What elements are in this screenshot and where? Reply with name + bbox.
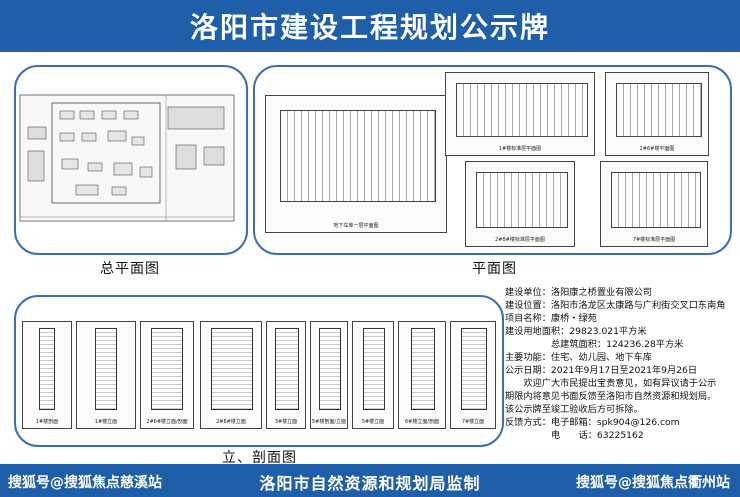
floor-plan-drawing	[280, 110, 436, 202]
floor-plans-panel: 地下车库一层平面图 1#楼标准层平面图 2#6#楼平面图 2#8#楼标准层平面图…	[253, 65, 732, 255]
building-drawing	[211, 328, 253, 410]
building-drawing	[39, 328, 55, 410]
sheet-label: 6#楼立面/剖面	[404, 419, 440, 425]
floor-plan-drawing	[456, 83, 588, 137]
sheet-label: 2#8#楼立面	[216, 419, 246, 425]
building-drawing	[275, 328, 299, 410]
sheet-label: 1#楼立面	[94, 419, 118, 425]
elevation-sheet-6: 5#楼剖面/立面	[310, 321, 348, 429]
sheet-label: 5#楼立面	[361, 419, 385, 425]
authority-text: 洛阳市自然资源和规划局监制	[259, 474, 481, 493]
sheet-label: 3#楼立面	[274, 419, 298, 425]
elevations-caption: 立、剖面图	[222, 450, 297, 466]
watermark-left: 搜狐号@搜狐焦点慈溪站	[8, 475, 162, 491]
elevation-sheet-4: 2#8#楼立面	[200, 321, 262, 429]
elevations-panel: 1#楼剖面 1#楼立面 2#6#楼立面/剖面 2#8#楼立面 3#楼立面 5#楼…	[14, 295, 504, 447]
location-text: 建设位置：洛阳市洛龙区太康路与广利街交叉口东南角	[505, 300, 726, 311]
site-plan-caption: 总平面图	[100, 261, 160, 277]
floor-plan-drawing	[616, 83, 702, 137]
sheet-label: 2#6#楼立面/剖面	[146, 419, 188, 425]
board-title: 洛阳市建设工程规划公示牌	[189, 11, 550, 44]
building-drawing	[411, 328, 435, 410]
elevation-sheet-5: 3#楼立面	[266, 321, 306, 429]
email-text: 反馈方式：电子邮箱：spk904@126.com	[505, 417, 680, 428]
floor-plan-sheet-5: 7#楼标准层平面图	[600, 161, 708, 247]
sheet-label: 2#6#楼平面图	[639, 146, 675, 152]
site-plan-panel	[14, 65, 248, 255]
phone-text: 电 话：63225162	[551, 430, 644, 441]
board-header: 洛阳市建设工程规划公示牌	[0, 0, 740, 52]
building-drawing	[95, 328, 117, 410]
floor-plan-sheet-4: 2#8#楼标准层平面图	[465, 161, 575, 247]
elevation-sheet-2: 1#楼立面	[76, 321, 136, 429]
building-drawing	[319, 328, 341, 410]
sheet-label: 7#楼标准层平面图	[632, 237, 676, 243]
period-text: 公示日期：2021年9月17日至2021年9月26日	[505, 365, 698, 376]
floor-plan-sheet-3: 2#6#楼平面图	[605, 72, 709, 156]
function-text: 主要功能：住宅、幼儿园、地下车库	[505, 352, 652, 363]
elevation-sheet-8: 6#楼立面/剖面	[398, 321, 446, 429]
land-area-text: 建设用地面积：29823.021平方米	[505, 326, 647, 337]
building-drawing	[363, 328, 385, 410]
sheet-label: 2#8#楼标准层平面图	[495, 237, 545, 243]
building-drawing	[151, 328, 183, 410]
building-drawing	[461, 328, 487, 410]
elevation-sheet-3: 2#6#楼立面/剖面	[140, 321, 194, 429]
site-plan-drawing	[19, 94, 235, 222]
elevation-sheet-7: 5#楼立面	[352, 321, 394, 429]
floor-plans-caption: 平面图	[472, 261, 517, 277]
builder-text: 建设单位：洛阳康之桥置业有限公司	[505, 287, 652, 298]
elevation-sheet-1: 1#楼剖面	[22, 321, 72, 429]
sheet-label: 地下车库一层平面图	[333, 223, 379, 229]
floor-plan-drawing	[476, 172, 568, 228]
project-name-text: 项目名称：康桥・绿苑	[505, 313, 597, 324]
floor-plan-sheet-2: 1#楼标准层平面图	[445, 72, 595, 156]
board-footer: 洛阳市自然资源和规划局监制	[0, 464, 740, 497]
watermark-right: 搜狐号@搜狐焦点衢州站	[576, 475, 730, 491]
elevation-sheet-9: 7#楼立面	[450, 321, 496, 429]
notice-line-1: 欢迎广大市民提出宝贵意见，如有异议请于公示	[523, 378, 717, 389]
sheet-label: 5#楼剖面/立面	[311, 419, 347, 425]
total-area-text: 总建筑面积：124236.28平方米	[551, 339, 684, 350]
sheet-label: 7#楼立面	[461, 419, 485, 425]
notice-line-2: 期限内将意见书面反馈至洛阳市自然资源和规划局。	[505, 391, 717, 402]
sheet-label: 1#楼标准层平面图	[498, 146, 542, 152]
project-info: 建设单位：洛阳康之桥置业有限公司 建设位置：洛阳市洛龙区太康路与广利街交叉口东南…	[505, 286, 737, 442]
sheet-label: 1#楼剖面	[35, 419, 59, 425]
floor-plan-sheet-1: 地下车库一层平面图	[265, 95, 447, 233]
floor-plan-drawing	[611, 172, 701, 228]
notice-line-3: 该公示牌至竣工验收后方可拆除。	[505, 404, 643, 415]
